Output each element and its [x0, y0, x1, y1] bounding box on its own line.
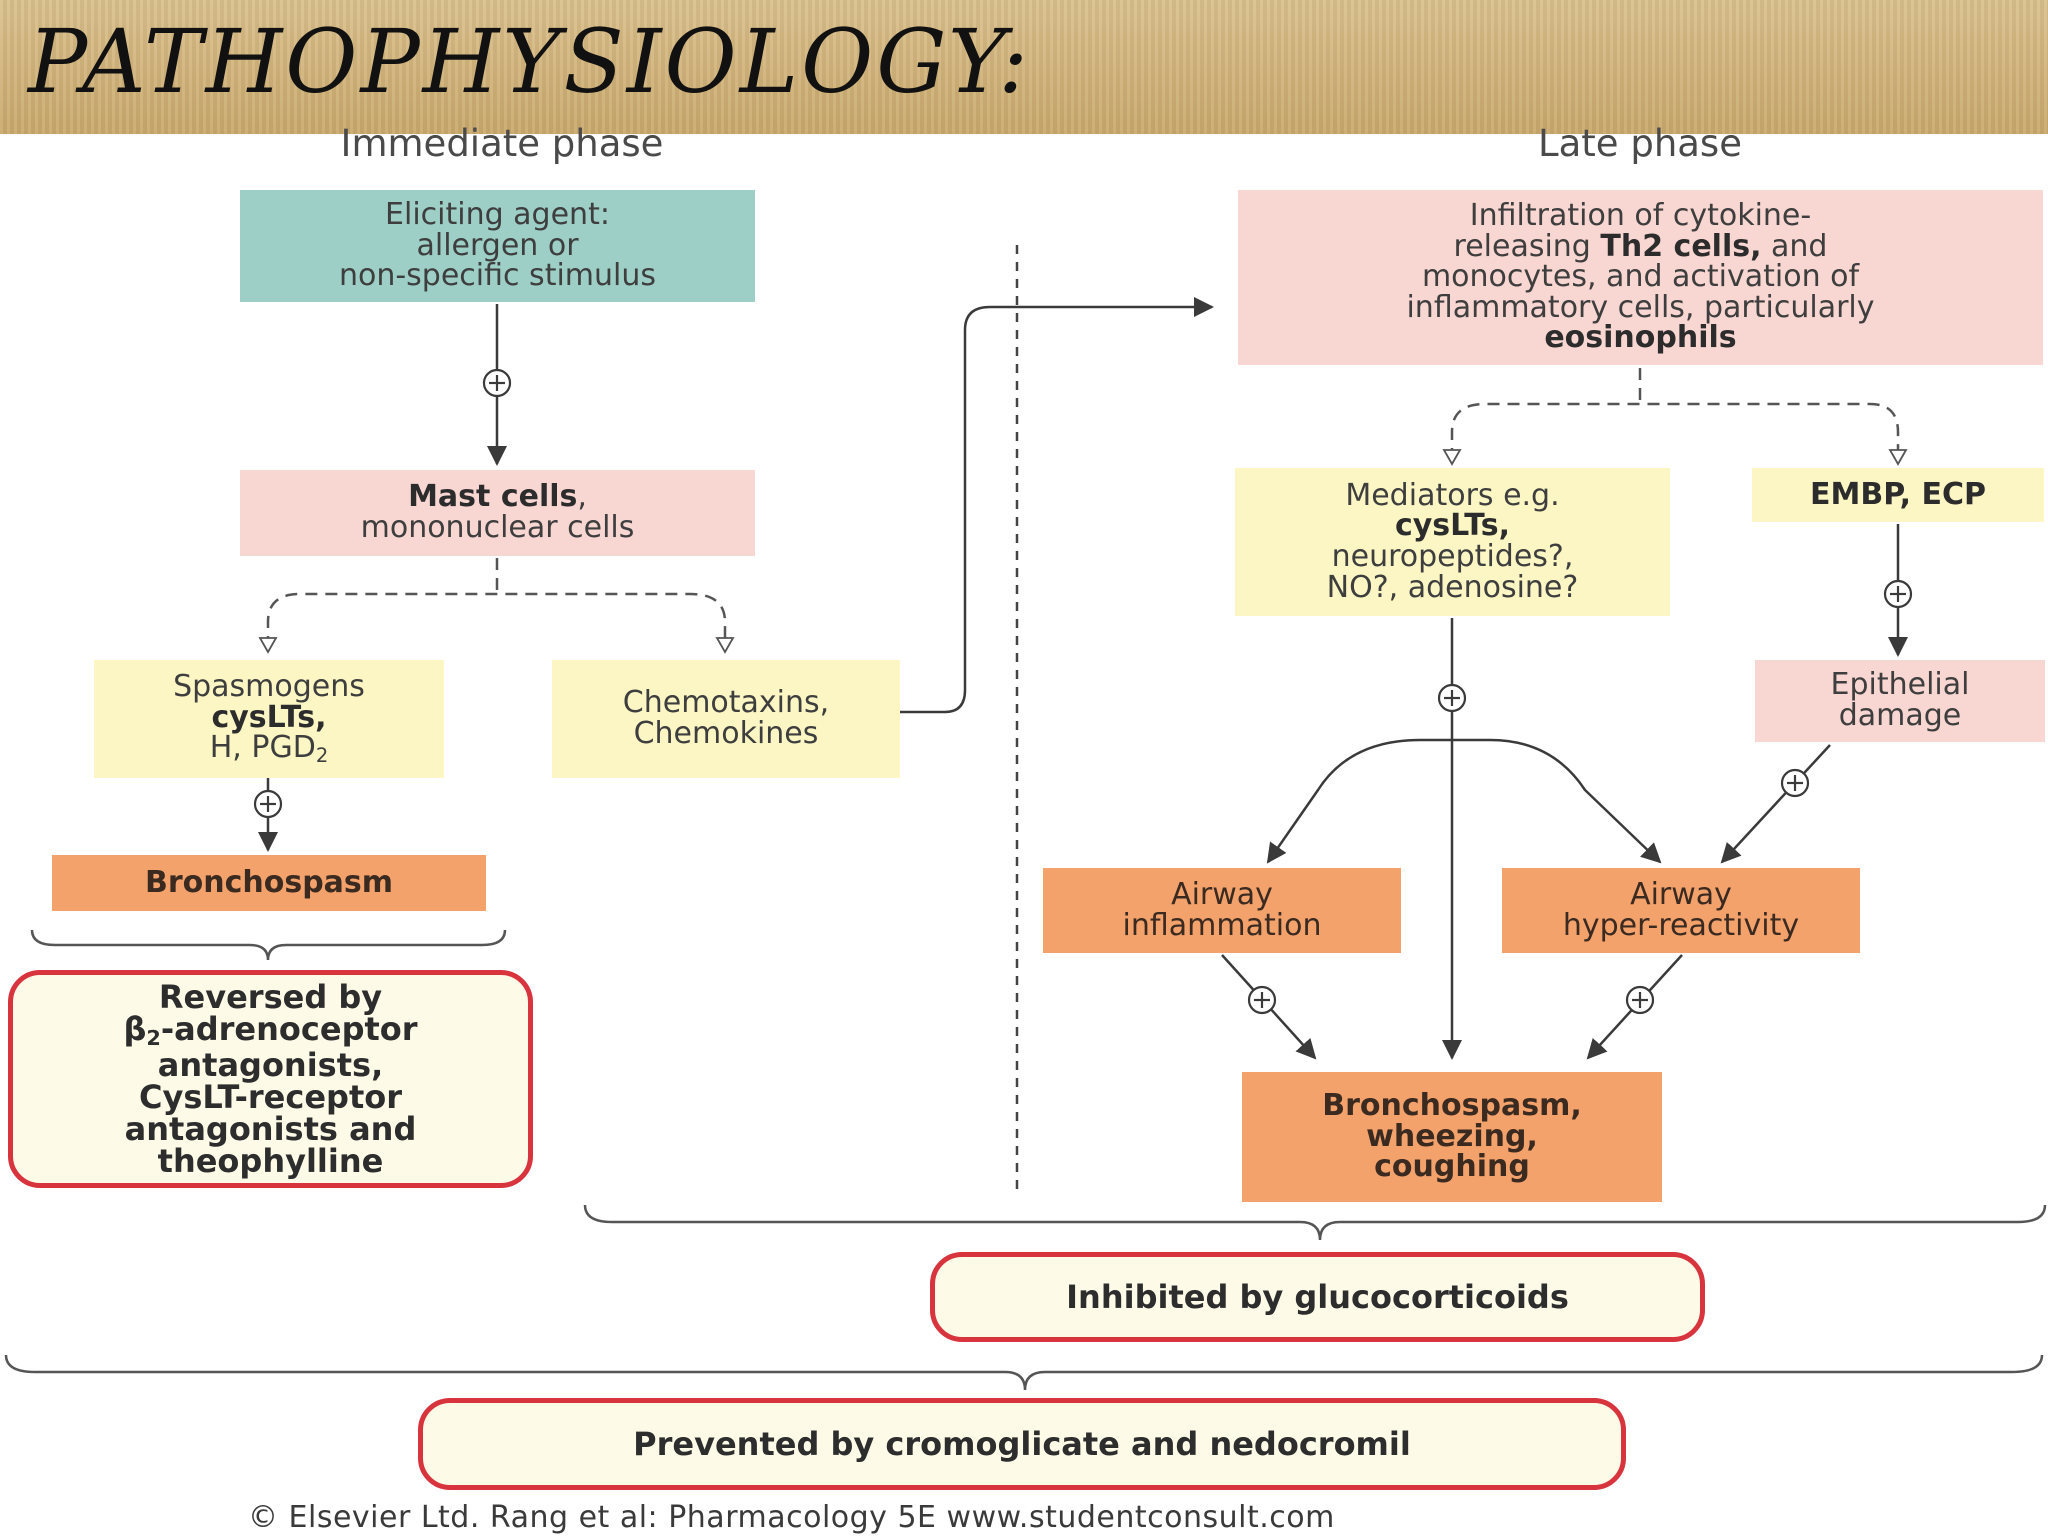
- mediators-line: Mediators e.g.: [1345, 477, 1560, 513]
- outcome-line: Bronchospasm,: [1322, 1088, 1582, 1124]
- infiltration-line: monocytes, and activation of: [1421, 259, 1860, 295]
- infiltration-dashed-branch: [1450, 368, 1900, 460]
- beta-symbol: β: [123, 1010, 147, 1048]
- spasmogens-label: Spasmogens: [173, 669, 365, 705]
- plus-circle-icon: [1625, 985, 1655, 1015]
- mast-cells-label: Mast cells: [408, 479, 578, 515]
- mediators-line: neuropeptides?,: [1331, 539, 1574, 574]
- chemotaxins-box: Chemotaxins, Chemokines: [552, 660, 900, 778]
- epithelial-damage-box: Epithelial damage: [1755, 660, 2045, 742]
- arrow-head-icon: [715, 637, 735, 654]
- mast-cells-box: Mast cells, mononuclear cells: [240, 470, 755, 556]
- chemotaxins-label: Chemotaxins,: [622, 685, 830, 721]
- mast-cells-line1: Mast cells,: [408, 482, 587, 513]
- cyslts-label: cysLTs,: [211, 699, 327, 735]
- plus-circle-icon: [253, 789, 283, 819]
- curly-brace-icon: [30, 929, 507, 961]
- infiltration-box: Infiltration of cytokine- releasing Th2 …: [1238, 190, 2043, 365]
- curly-brace-icon: [4, 1354, 2044, 1391]
- airway-inflammation-box: Airway inflammation: [1043, 868, 1401, 953]
- arrow-head-icon: [1888, 449, 1908, 466]
- immediate-phase-heading: Immediate phase: [340, 122, 664, 165]
- outcome-line: wheezing,: [1366, 1118, 1538, 1154]
- reversed-note-line: CysLT-receptor: [138, 1077, 402, 1116]
- releasing-text: releasing: [1453, 228, 1601, 264]
- arrow-head-icon: [258, 637, 278, 654]
- eliciting-agent-line: non-specific stimulus: [338, 258, 657, 294]
- mast-cells-comma: ,: [577, 479, 587, 515]
- inflammation-label: inflammation: [1122, 907, 1322, 943]
- reversed-by-note: Reversed by β2-adrenoceptor antagonists,…: [8, 970, 533, 1188]
- epithelial-label: Epithelial: [1830, 667, 1970, 703]
- arrow-head-icon: [1442, 449, 1462, 466]
- reversed-note-line: β2-adrenoceptor: [123, 1013, 417, 1049]
- h-pgd2-label: H, PGD2: [209, 730, 329, 768]
- curly-brace-icon: [583, 1204, 2047, 1241]
- bronchospasm-label: Bronchospasm: [144, 864, 394, 900]
- arrow-chemotaxins-to-late-phase: [900, 297, 1214, 714]
- spasmogens-box: Spasmogens cysLTs, H, PGD2: [94, 660, 444, 778]
- mononuclear-cells-label: mononuclear cells: [360, 510, 635, 545]
- mediators-line: NO?, adenosine?: [1326, 569, 1579, 605]
- eosinophils-label: eosinophils: [1544, 320, 1737, 356]
- eliciting-agent-box: Eliciting agent: allergen or non-specifi…: [240, 190, 755, 302]
- airway-label: Airway: [1630, 876, 1732, 912]
- slide-title: PATHOPHYSIOLOGY:: [28, 10, 1031, 113]
- copyright-footer: © Elsevier Ltd. Rang et al: Pharmacology…: [248, 1500, 1335, 1535]
- cromoglicate-note: Prevented by cromoglicate and nedocromil: [418, 1398, 1626, 1490]
- late-phase-heading: Late phase: [1538, 122, 1742, 165]
- title-banner: [0, 0, 2048, 134]
- plus-circle-icon: [1780, 768, 1810, 798]
- outcome-box: Bronchospasm, wheezing, coughing: [1242, 1072, 1662, 1202]
- outcome-line: coughing: [1374, 1149, 1530, 1185]
- hyper-reactivity-label: hyper-reactivity: [1562, 907, 1800, 943]
- airway-label: Airway: [1171, 876, 1273, 912]
- h-pgd-text: H, PGD: [209, 730, 316, 766]
- cromoglicate-text: Prevented by cromoglicate and nedocromil: [633, 1425, 1411, 1463]
- bronchospasm-box: Bronchospasm: [52, 855, 486, 911]
- infiltration-line: Infiltration of cytokine-: [1469, 198, 1812, 234]
- reversed-note-line: Reversed by: [158, 978, 383, 1016]
- plus-circle-icon: [1437, 683, 1467, 713]
- embp-box: EMBP, ECP: [1752, 468, 2044, 522]
- plus-circle-icon: [1883, 579, 1913, 609]
- mediators-cyslts: cysLTs,: [1394, 508, 1511, 544]
- eliciting-agent-line: allergen or: [416, 227, 579, 263]
- eliciting-agent-line: Eliciting agent:: [385, 197, 610, 233]
- pgd-subscript: 2: [315, 744, 329, 768]
- th2-cells-label: Th2 cells,: [1600, 228, 1762, 264]
- mediators-box: Mediators e.g. cysLTs, neuropeptides?, N…: [1235, 468, 1670, 616]
- plus-circle-icon: [1247, 985, 1277, 1015]
- reversed-note-line: antagonists,: [157, 1045, 384, 1084]
- damage-label: damage: [1838, 698, 1962, 733]
- airway-hyperreactivity-box: Airway hyper-reactivity: [1502, 868, 1860, 953]
- arrow-mediators-to-airway: [1266, 738, 1662, 864]
- arrow-epithelial-to-hyperreactivity: [1720, 744, 1831, 864]
- beta-subscript: 2: [146, 1026, 161, 1051]
- adrenoceptor-text: -adrenoceptor: [160, 1010, 418, 1048]
- glucocorticoids-text: Inhibited by glucocorticoids: [1066, 1278, 1569, 1316]
- infiltration-line: releasing Th2 cells, and: [1453, 228, 1828, 264]
- glucocorticoids-note: Inhibited by glucocorticoids: [930, 1252, 1705, 1342]
- embp-label: EMBP, ECP: [1809, 476, 1987, 512]
- and-text: and: [1761, 228, 1828, 264]
- reversed-note-line: theophylline: [157, 1141, 384, 1180]
- chemokines-label: Chemokines: [633, 716, 819, 751]
- mast-cells-dashed-branch: [266, 558, 727, 648]
- infiltration-line: inflammatory cells, particularly: [1406, 289, 1875, 325]
- reversed-note-line: antagonists and: [124, 1109, 417, 1148]
- plus-circle-icon: [482, 368, 512, 398]
